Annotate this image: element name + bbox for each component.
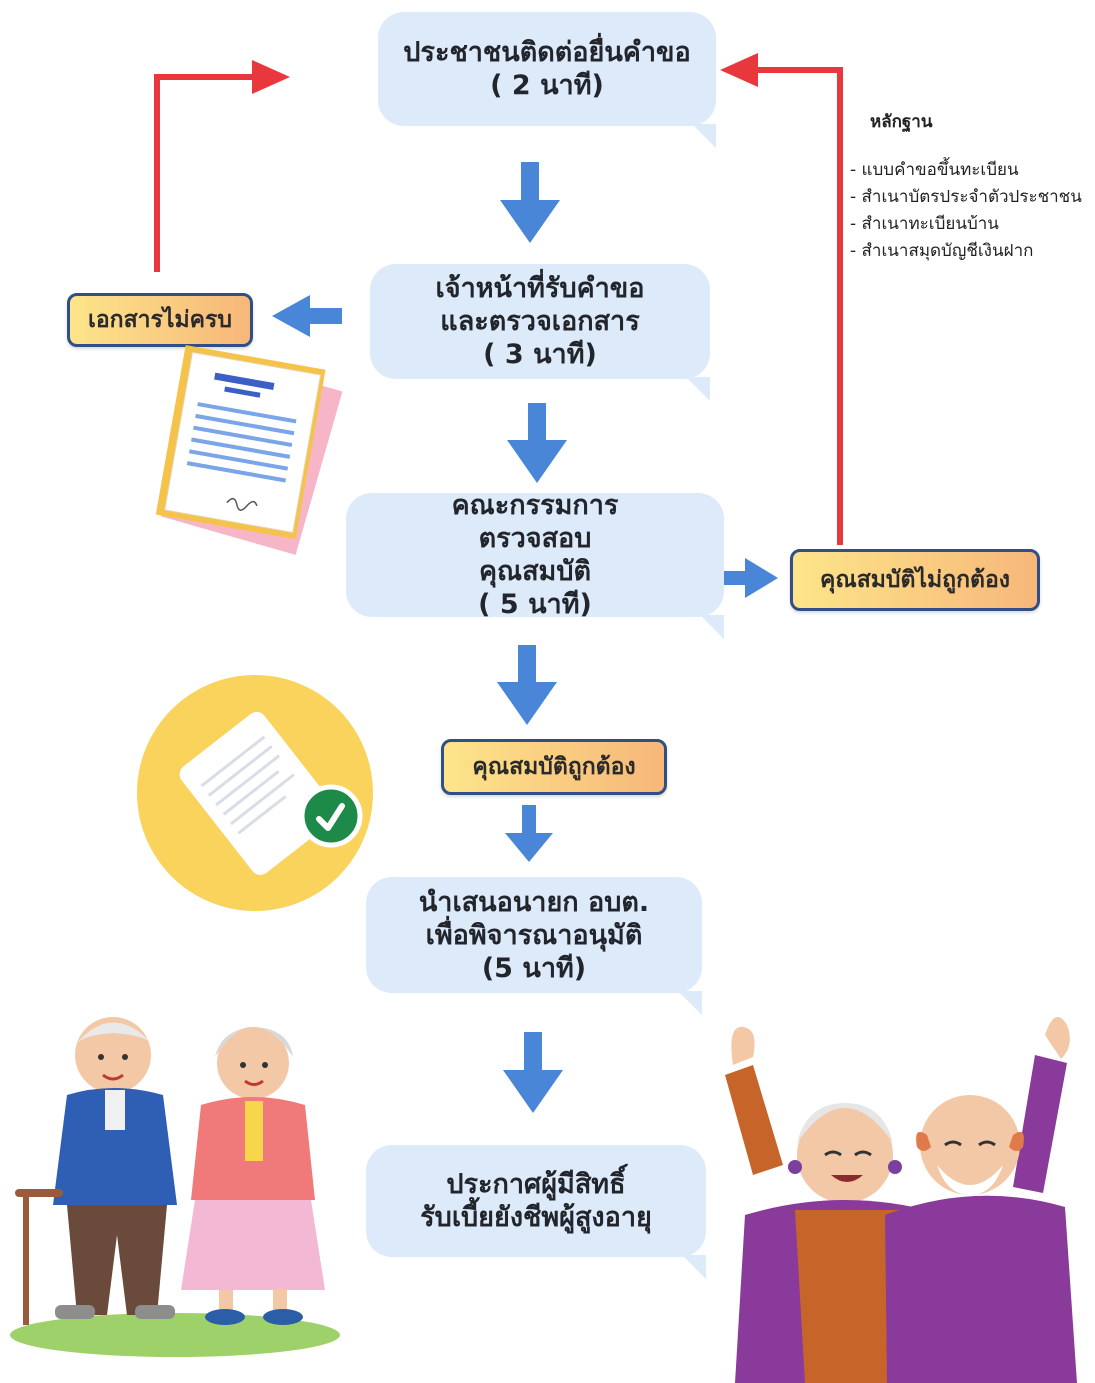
step-committee-review: คณะกรรมการ ตรวจสอบ คุณสมบัติ ( 5 นาที) (346, 490, 724, 639)
step-submit-request-title: ประชาชนติดต่อยื่นคำขอ (403, 37, 691, 68)
elderly-couple-walking-illustration (10, 1017, 340, 1357)
step-propose-approval-line1: นำเสนอนายก อบต. (418, 886, 650, 918)
approved-document-icon (137, 675, 373, 911)
return-arrow-not-qualified-head (720, 53, 758, 87)
label-incomplete-documents-text: เอกสารไม่ครบ (88, 307, 232, 333)
flow-arrow-2-3 (507, 403, 567, 483)
step-propose-approval: นำเสนอนายก อบต. เพื่อพิจารณาอนุมัติ (5 น… (366, 877, 702, 1015)
elderly-couple-celebrating-illustration (725, 1017, 1077, 1383)
return-arrow-not-qualified (748, 67, 843, 545)
step-announce-eligible-line2: รับเบี้ยยังชีพผู้สูงอายุ (420, 1202, 652, 1233)
label-not-qualified: คุณสมบัติไม่ถูกต้อง (790, 549, 1040, 611)
evidence-item: - แบบคำขอขึ้นทะเบียน (850, 160, 1019, 180)
step-propose-approval-duration: (5 นาที) (481, 952, 587, 984)
step-announce-eligible: ประกาศผู้มีสิทธิ์ รับเบี้ยยังชีพผู้สูงอา… (366, 1145, 706, 1279)
flow-arrow-to-incomplete (272, 295, 342, 337)
step-receive-and-check-line2: และตรวจเอกสาร (440, 306, 640, 337)
check-icon (299, 784, 363, 848)
step-committee-review-line1: คณะกรรมการ (451, 490, 619, 521)
step-receive-and-check: เจ้าหน้าที่รับคำขอ และตรวจเอกสาร ( 3 นาท… (370, 264, 710, 401)
flow-arrow-qualified-4 (505, 805, 553, 862)
step-submit-request-duration: ( 2 นาที) (490, 70, 604, 101)
step-receive-and-check-duration: ( 3 นาที) (483, 339, 597, 370)
step-propose-approval-line2: เพื่อพิจารณาอนุมัติ (425, 919, 643, 951)
return-arrow-incomplete (154, 74, 262, 272)
flow-arrow-to-not-qualified (718, 558, 778, 598)
step-receive-and-check-line1: เจ้าหน้าที่รับคำขอ (435, 273, 645, 304)
evidence-title: หลักฐาน (870, 112, 933, 132)
flow-arrow-3-qualified (497, 645, 557, 725)
evidence-item: - สำเนาบัตรประจำตัวประชาชน (850, 187, 1082, 207)
flow-arrow-1-2 (500, 162, 560, 243)
label-not-qualified-text: คุณสมบัติไม่ถูกต้อง (819, 567, 1011, 593)
step-committee-review-line2: ตรวจสอบ (478, 523, 592, 554)
document-icon (155, 345, 343, 555)
step-announce-eligible-line1: ประกาศผู้มีสิทธิ์ (446, 1169, 626, 1200)
step-committee-review-line3: คุณสมบัติ (478, 556, 592, 587)
return-arrow-incomplete-head (252, 60, 290, 94)
evidence-item: - สำเนาทะเบียนบ้าน (850, 214, 999, 234)
label-qualified-text: คุณสมบัติถูกต้อง (472, 754, 636, 780)
evidence-item: - สำเนาสมุดบัญชีเงินฝาก (850, 241, 1034, 261)
step-committee-review-duration: ( 5 นาที) (478, 589, 592, 620)
evidence-section: หลักฐาน - แบบคำขอขึ้นทะเบียน - สำเนาบัตร… (850, 108, 1090, 265)
label-qualified: คุณสมบัติถูกต้อง (441, 739, 667, 795)
label-incomplete-documents: เอกสารไม่ครบ (67, 293, 253, 347)
flow-arrow-4-5 (503, 1032, 563, 1113)
step-submit-request: ประชาชนติดต่อยื่นคำขอ ( 2 นาที) (378, 12, 716, 148)
